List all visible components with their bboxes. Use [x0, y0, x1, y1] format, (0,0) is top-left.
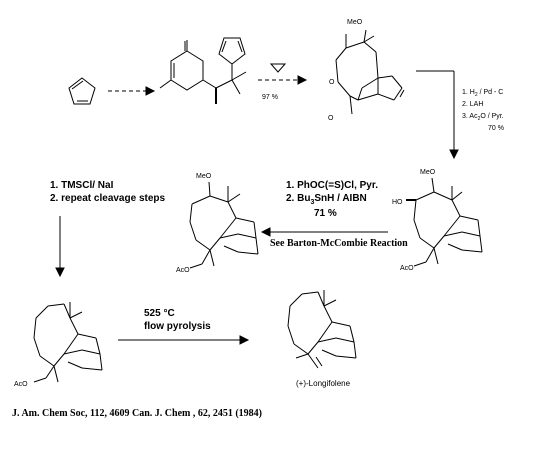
label-aco-final: AcO [14, 381, 28, 388]
label-meo-deoxy: MeO [196, 173, 212, 180]
label-aco-alcohol: AcO [400, 265, 414, 272]
acetate-precursor [33, 302, 103, 383]
step3-line1: 1. TMSCl/ NaI [50, 180, 114, 191]
label-aco-deoxy: AcO [176, 267, 190, 274]
step1-line2: 2. LAH [462, 101, 483, 108]
step2-line1: 1. PhOC(=S)Cl, Pyr. [286, 180, 378, 191]
pyranone-intermediate [159, 37, 247, 104]
arrow-4 [260, 227, 388, 237]
label-o-carbonyl: O [328, 115, 334, 122]
label-meo-lactone: MeO [347, 19, 363, 26]
label-o-ring: O [329, 79, 335, 86]
deoxy-intermediate [189, 181, 259, 269]
step1-yield: 70 % [488, 125, 504, 132]
arrow-6 [118, 335, 250, 345]
arrow-3 [416, 70, 459, 160]
arrow-5 [55, 216, 65, 278]
arrow-2 [258, 63, 308, 85]
lactone-intermediate [335, 29, 405, 115]
step4-line1: 525 °C [144, 308, 175, 319]
label-ho: HO [392, 199, 403, 206]
label-meo-alcohol: MeO [420, 169, 436, 176]
reference-citation: J. Am. Chem Soc, 112, 4609 Can. J. Chem … [12, 408, 262, 419]
yield-97: 97 % [262, 94, 278, 101]
step2-line2: 2. Bu3SnH / AIBN [286, 193, 367, 206]
longifolene [287, 290, 357, 369]
step1-line1: 1. H2 / Pd - C [462, 89, 503, 98]
step3-line2: 2. repeat cleavage steps [50, 193, 166, 204]
hydroxy-acetate [406, 177, 483, 267]
step2-yield: 71 % [314, 208, 337, 219]
step4-line2: flow pyrolysis [144, 321, 211, 332]
cyclopentadiene [68, 77, 96, 105]
product-name: (+)-Longifolene [296, 379, 351, 388]
step1-line3: 3. Ac2O / Pyr. [462, 113, 504, 122]
arrow-1 [108, 86, 156, 96]
step2-note: See Barton-McCombie Reaction [270, 238, 408, 249]
